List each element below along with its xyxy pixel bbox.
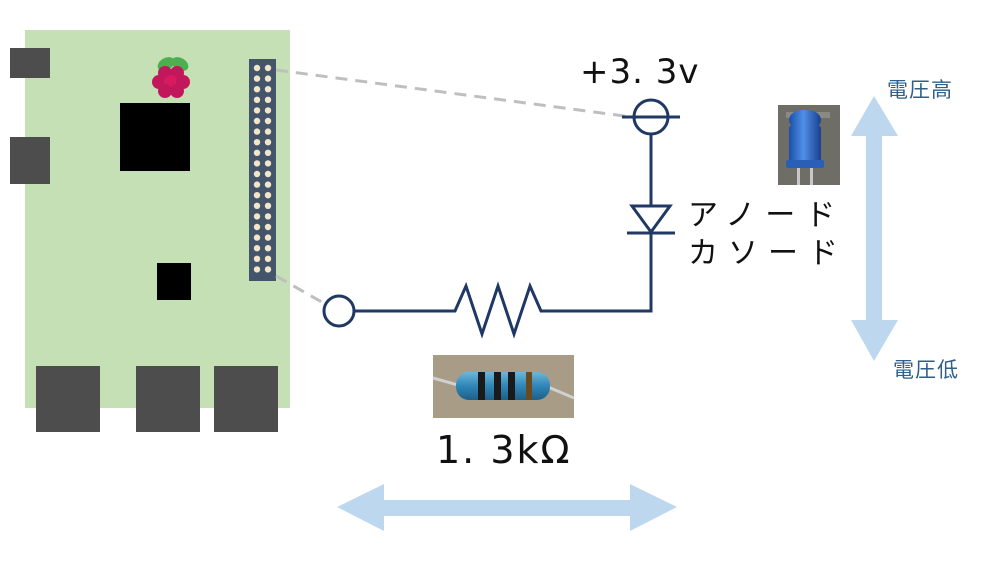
- voltage-arrow: [851, 96, 898, 361]
- gpio-pin: [253, 160, 261, 167]
- usb-port-left-top: [10, 48, 50, 78]
- cathode-label: カソード: [688, 236, 848, 271]
- gpio-pin: [253, 234, 261, 241]
- gpio-pin: [264, 213, 272, 220]
- gpio-pin: [253, 255, 261, 262]
- gpio-pin: [253, 170, 261, 178]
- gpio-pin: [253, 96, 261, 104]
- blue-led-photo: [778, 105, 840, 185]
- gpio-pin: [253, 107, 261, 114]
- gpio-pin: [253, 181, 261, 188]
- gpio-pin: [264, 117, 272, 125]
- gpio-pin: [264, 234, 272, 241]
- gpio-pin: [253, 75, 261, 82]
- gpio-pin: [253, 266, 261, 273]
- port-bottom-2: [136, 366, 200, 432]
- voltage-high-label: 電圧高: [887, 78, 953, 102]
- gpio-pin: [253, 223, 261, 231]
- gpio-pin: [264, 223, 272, 231]
- gpio-pin: [264, 86, 272, 93]
- port-bottom-1: [36, 366, 100, 432]
- gpio-pin: [264, 128, 272, 135]
- gpio-pin: [264, 245, 272, 252]
- gpio-pin: [264, 266, 272, 273]
- raspberry-pi-board: [10, 30, 290, 432]
- resistor-photo: [432, 355, 575, 418]
- resistance-label: 1. 3kΩ: [436, 428, 572, 472]
- gpio-pin: [253, 117, 261, 125]
- gpio-pin: [264, 149, 272, 156]
- gpio-pin: [264, 107, 272, 114]
- gpio-pin: [264, 170, 272, 178]
- voltage-low-label: 電圧低: [893, 358, 959, 382]
- wire-resistor: [354, 233, 653, 339]
- gpio-pin: [253, 192, 261, 199]
- gpio-pin: [253, 128, 261, 135]
- gpio-pin: [264, 64, 272, 72]
- gpio-header: [249, 59, 276, 281]
- port-bottom-3: [214, 366, 278, 432]
- ground-terminal: [322, 294, 356, 328]
- supply-voltage-label: +3. 3v: [580, 52, 700, 92]
- gpio-pin: [253, 149, 261, 156]
- gpio-pin: [253, 64, 261, 72]
- gpio-pin: [264, 160, 272, 167]
- gpio-pin: [264, 202, 272, 209]
- gpio-pin: [264, 192, 272, 199]
- gpio-pin: [253, 245, 261, 252]
- gpio-pin: [264, 96, 272, 104]
- led-diode-symbol: [629, 204, 673, 235]
- gpio-pin: [253, 213, 261, 220]
- dashed-line-top: [275, 68, 633, 119]
- gpio-pin: [264, 139, 272, 146]
- gpio-pin: [253, 202, 261, 209]
- gpio-pins: [253, 64, 272, 273]
- usb-port-left-bottom: [10, 137, 50, 184]
- board: [25, 30, 290, 408]
- gpio-pin: [264, 181, 272, 188]
- gpio-pin: [253, 86, 261, 93]
- dashed-line-bottom: [275, 274, 328, 307]
- anode-label: アノード: [688, 198, 846, 233]
- gpio-pin: [264, 255, 272, 262]
- width-arrow: [337, 484, 677, 531]
- raspberry-pi-logo: [152, 57, 190, 98]
- gpio-pin: [253, 139, 261, 146]
- main-chip: [120, 103, 190, 171]
- gpio-pin: [264, 75, 272, 82]
- circuit: [322, 98, 680, 339]
- small-chip: [157, 263, 191, 300]
